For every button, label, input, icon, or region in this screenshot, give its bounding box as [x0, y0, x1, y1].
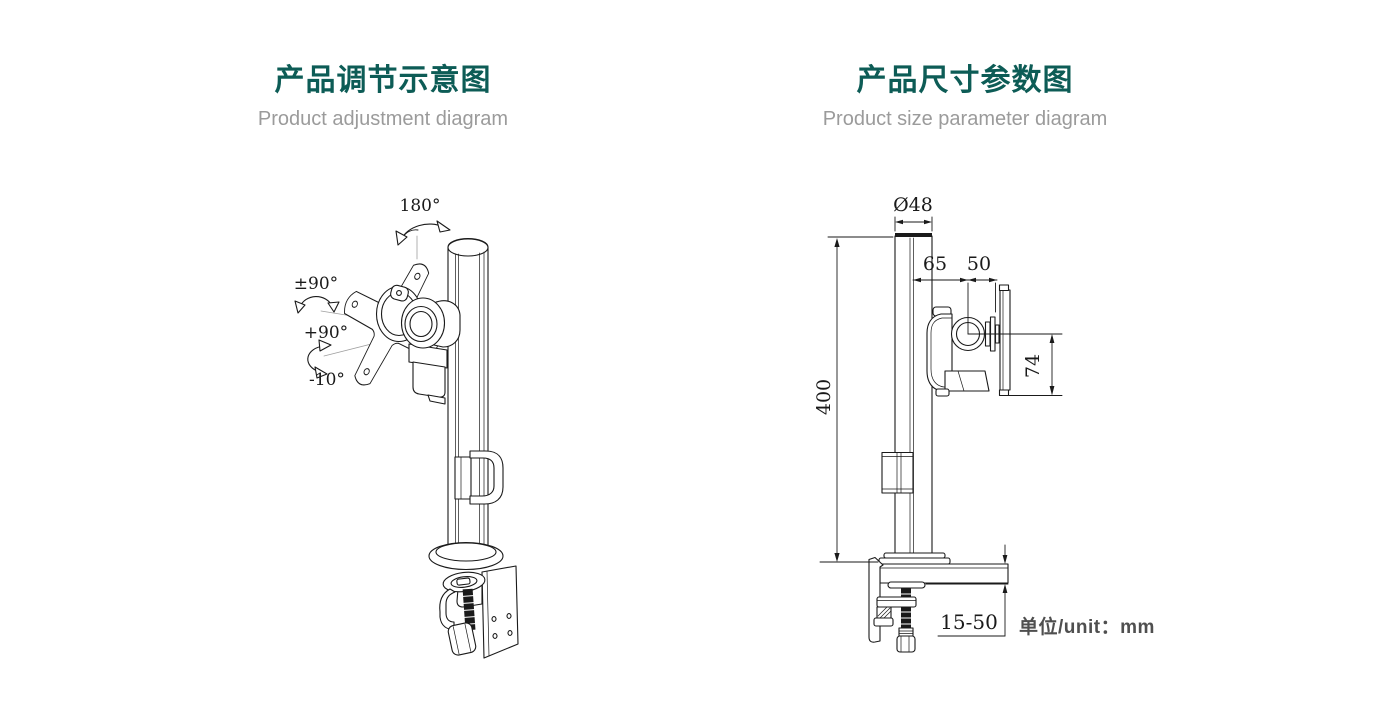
clamp-screw	[462, 588, 476, 631]
pole-side	[894, 233, 933, 554]
plate-drop-label: 74	[1022, 353, 1044, 379]
clamp-holes	[491, 613, 513, 639]
dimension-lines	[819, 216, 1063, 637]
arm-bracket	[408, 343, 448, 405]
swivel-angle-label: 180°	[399, 196, 441, 216]
tilt-lock-lug	[390, 284, 409, 302]
right-panel-subtitle: Product size parameter diagram	[822, 108, 1108, 130]
base-side	[878, 552, 951, 565]
desk-clamp	[439, 565, 519, 659]
dimension-arrows	[834, 219, 1055, 593]
cable-clip-side	[881, 451, 914, 494]
pole	[447, 237, 489, 554]
pole-height-label: 400	[813, 378, 835, 416]
base-disc	[428, 541, 504, 571]
tilt-up-angle-label: +90°	[303, 323, 349, 343]
pole-diameter-label: Ø48	[893, 194, 933, 216]
pivot-to-plate-label: 50	[966, 253, 992, 275]
rotation-angle-label: ±90°	[293, 274, 339, 294]
arm-assembly-side	[926, 284, 1011, 397]
left-panel-subtitle: Product adjustment diagram	[257, 108, 509, 130]
tilt-arrow	[307, 339, 332, 379]
adjustment-diagram	[294, 220, 519, 659]
cable-clip	[454, 450, 504, 505]
right-panel-title: 产品尺寸参数图	[856, 64, 1074, 97]
dimension-diagram	[819, 216, 1063, 653]
clamp-screw-side	[900, 588, 912, 628]
unit-note: 单位/unit：mm	[1019, 617, 1155, 638]
clamp-knob-side	[896, 627, 916, 653]
tilt-down-angle-label: -10°	[309, 370, 345, 390]
clamp-side	[868, 556, 1009, 653]
clamp-knob	[447, 622, 477, 656]
pivot-bell	[400, 297, 446, 349]
swivel-arrow-180	[395, 220, 451, 246]
rotation-arrow-90	[294, 296, 340, 314]
pole-to-pivot-label: 65	[922, 253, 948, 275]
left-panel-title: 产品调节示意图	[274, 64, 492, 97]
clamp-range-label: 15-50	[940, 610, 998, 634]
vesa-plate-side	[998, 284, 1011, 397]
